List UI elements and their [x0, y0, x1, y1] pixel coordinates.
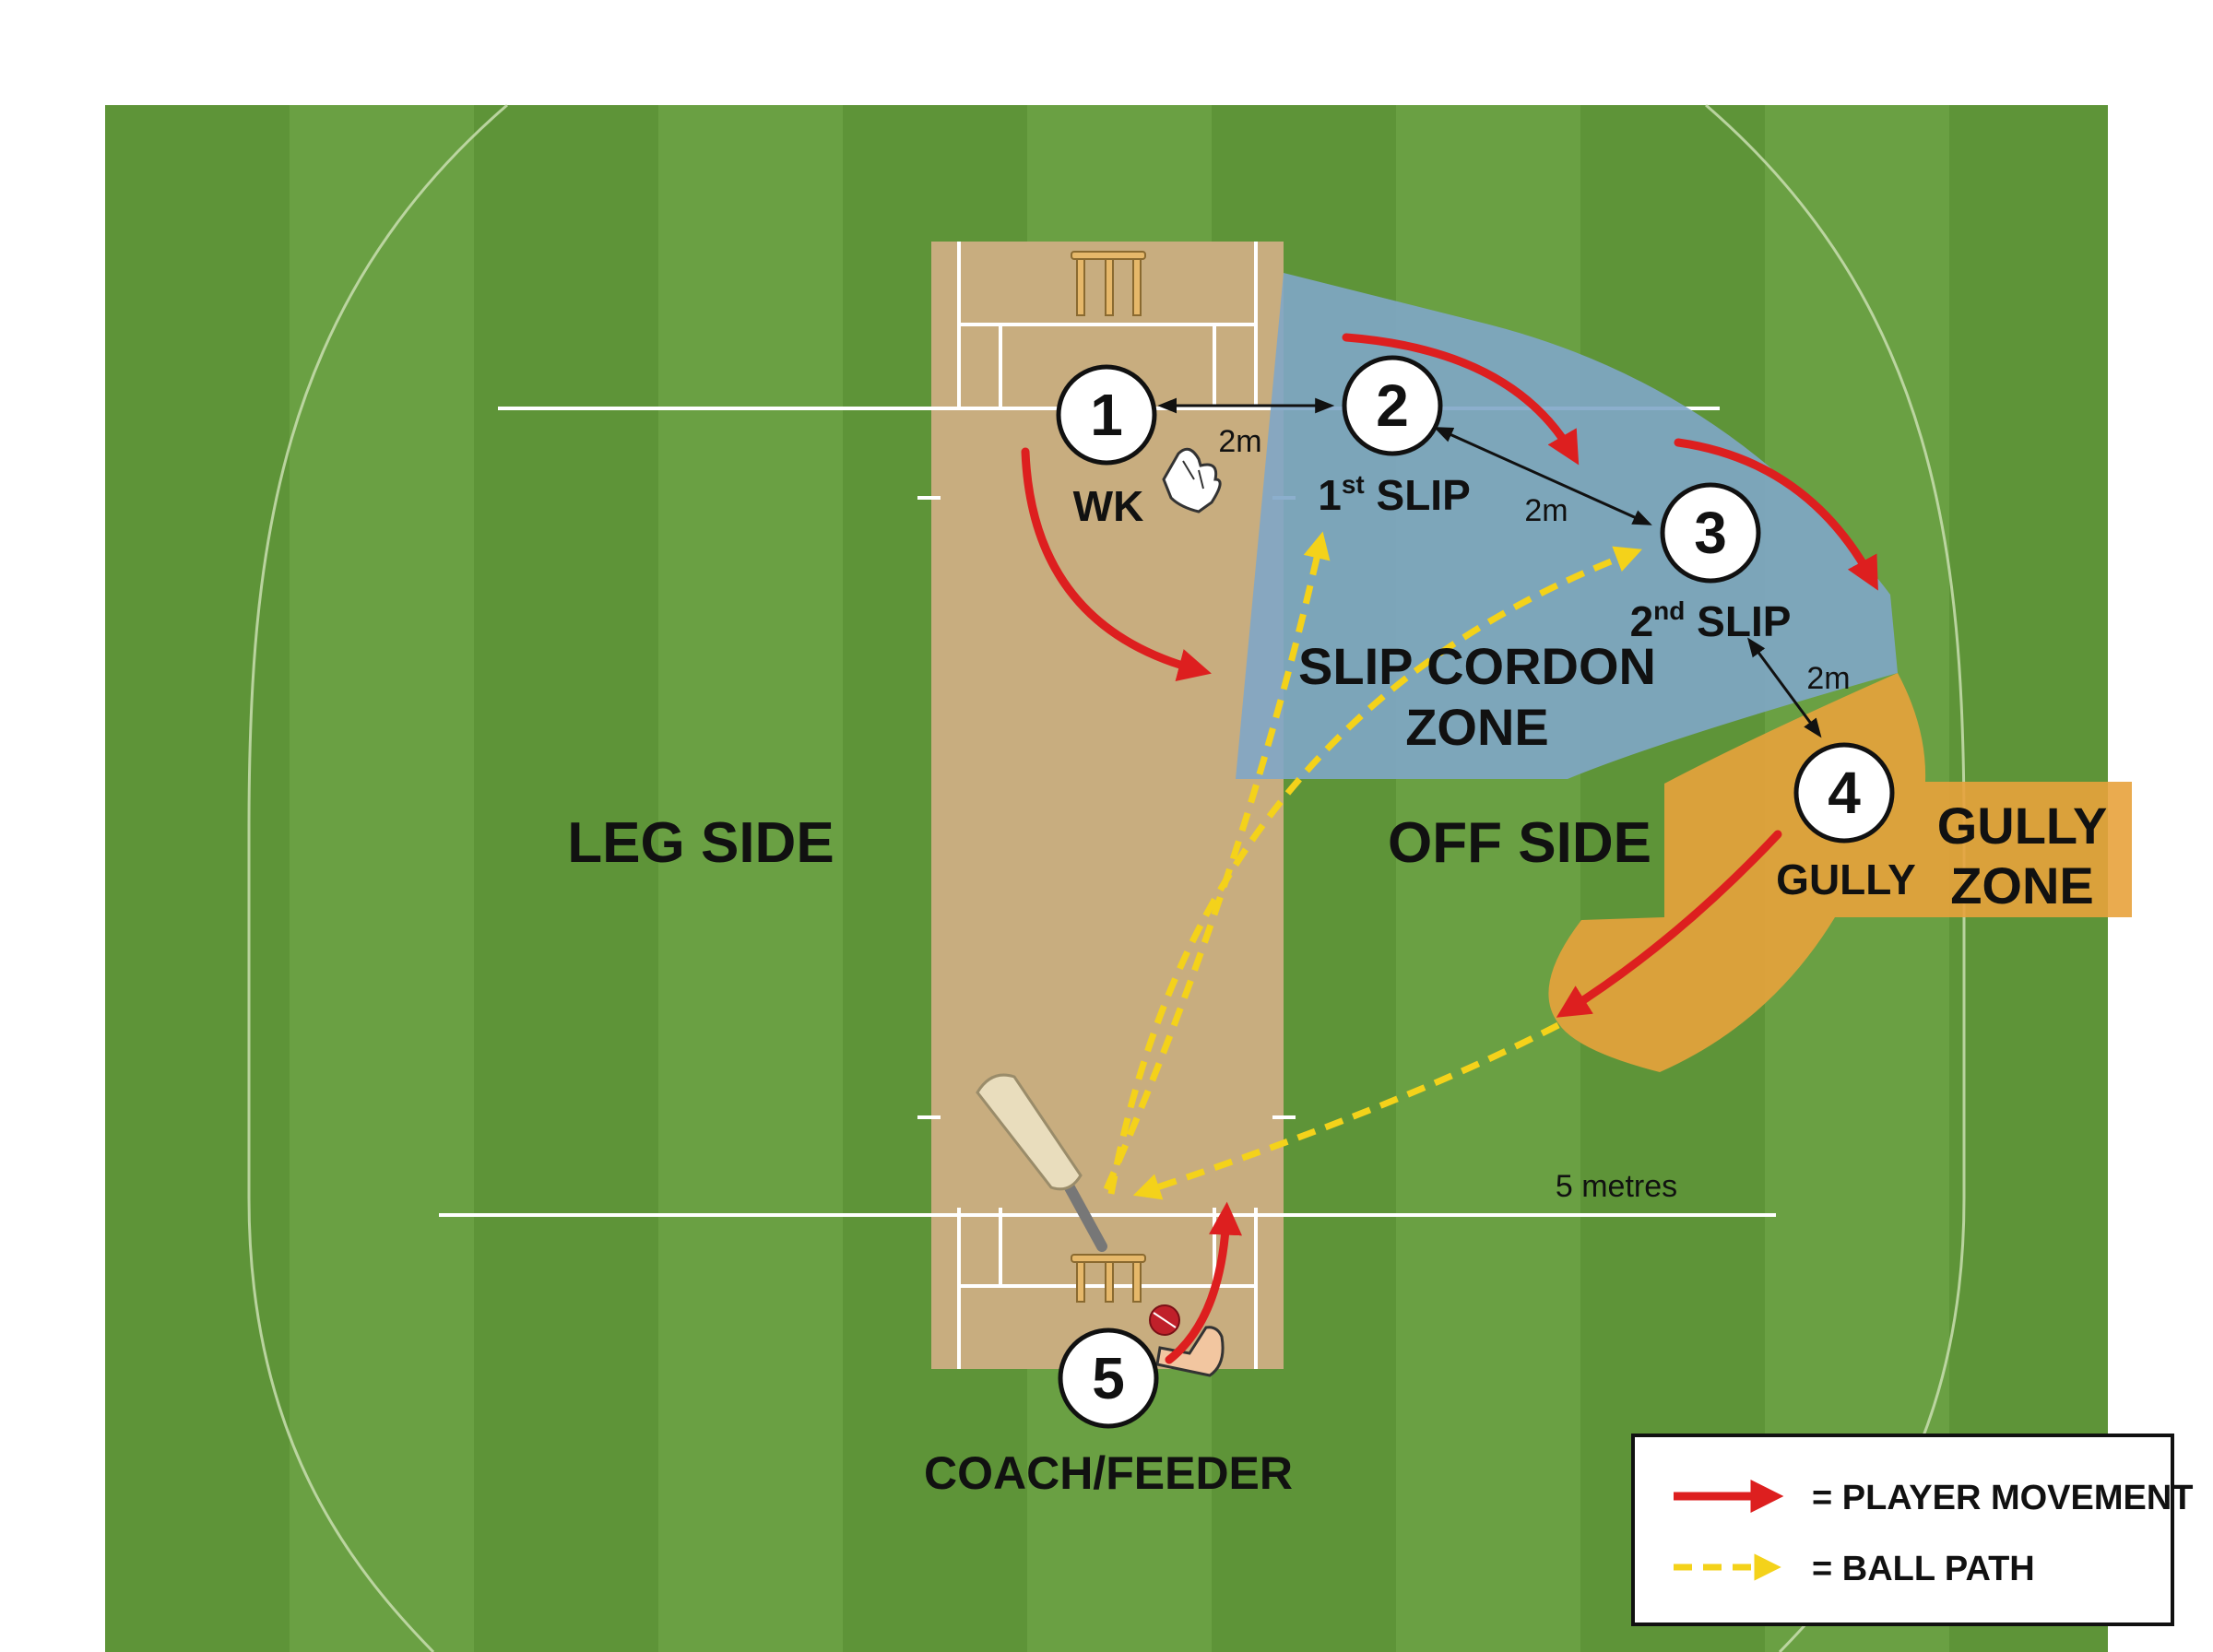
distance-arrows — [1157, 397, 1822, 738]
player-label: COACH/FEEDER — [924, 1447, 1293, 1499]
player-label: GULLY — [1776, 856, 1916, 903]
player-label: WK — [1073, 482, 1144, 530]
player-number: 5 — [1092, 1345, 1125, 1411]
slip-cordon-label-line2: ZONE — [1405, 698, 1549, 756]
legend-ball-path-label: = BALL PATH — [1812, 1550, 2035, 1588]
gully-zone-label-line2: ZONE — [1950, 856, 2094, 914]
player-number: 2 — [1376, 372, 1409, 439]
legend: = PLAYER MOVEMENT = BALL PATH — [1631, 1434, 2194, 1626]
distance-label-wk-slip1: 2m — [1218, 424, 1261, 459]
player-slip2: 3 2nd SLIP — [1630, 482, 1792, 645]
off-side-label: OFF SIDE — [1388, 811, 1651, 875]
ball-path-to-slip2 — [1107, 546, 1642, 1195]
player-number: 4 — [1828, 760, 1861, 826]
player-wk: 1 WK — [1056, 364, 1157, 530]
bat-icon — [976, 1073, 1107, 1252]
gully-zone-label-line1: GULLY — [1937, 796, 2108, 855]
ball-path-to-slip1 — [1103, 531, 1331, 1191]
stumps-top — [1071, 251, 1146, 316]
player-label: 1st SLIP — [1318, 470, 1471, 519]
slip-cordon-label-line1: SLIP CORDON — [1298, 637, 1656, 695]
coach-movement-arrow — [1165, 1201, 1243, 1364]
scale-label: 5 metres — [1556, 1169, 1677, 1204]
distance-label-slip1-slip2: 2m — [1524, 493, 1568, 528]
keeper-glove-icon — [1162, 447, 1222, 513]
player-movement-arrows — [1021, 333, 1878, 1364]
stumps-bottom — [1071, 1254, 1146, 1303]
leg-side-label: LEG SIDE — [567, 811, 834, 875]
wk-movement-arrow — [1021, 447, 1212, 681]
gully-zone — [1548, 673, 2132, 1072]
player-gully: 4 GULLY — [1776, 742, 1916, 903]
player-number: 3 — [1694, 500, 1727, 566]
player-slip1: 2 1st SLIP — [1318, 355, 1471, 519]
ball-path-arrows — [1103, 531, 1642, 1200]
player-number: 1 — [1090, 382, 1123, 448]
player-label: 2nd SLIP — [1630, 596, 1792, 645]
player-coach: 5 COACH/FEEDER — [924, 1328, 1293, 1499]
slip2-movement-arrow — [1674, 438, 1878, 591]
cricket-ball-icon — [1149, 1304, 1180, 1336]
gully-movement-arrow — [1556, 830, 1782, 1018]
coach-arm-icon — [1155, 1326, 1225, 1377]
legend-player-movement-label: = PLAYER MOVEMENT — [1812, 1479, 2194, 1517]
distance-label-slip2-gully: 2m — [1806, 661, 1850, 696]
